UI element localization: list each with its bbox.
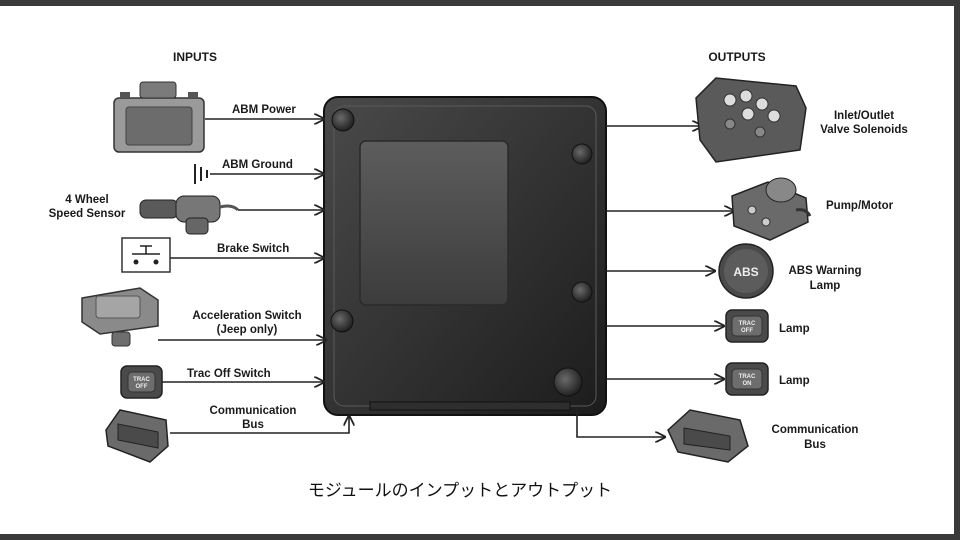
trac-off-lamp-text-top: TRAC <box>739 321 756 327</box>
right-border <box>954 0 960 540</box>
trac-off-lamp-icon: TRAC OFF <box>725 309 769 343</box>
comm-bus-connector-out-icon <box>667 409 749 463</box>
outputs-header: OUTPUTS <box>708 50 765 64</box>
mount-bolt <box>571 281 593 303</box>
abs-control-module <box>323 96 607 416</box>
lamp1-label: Lamp <box>779 323 810 335</box>
module-window <box>359 140 509 306</box>
module-base-rail <box>369 401 571 411</box>
trac-off-lamp-text-bottom: OFF <box>741 328 753 334</box>
brake-switch-icon <box>121 237 171 273</box>
abm-power-label: ABM Power <box>232 104 296 116</box>
diagram-caption: モジュールのインプットとアウトプット <box>308 481 612 501</box>
valve-solenoid-block-icon <box>695 77 807 163</box>
valve-label-line2: Valve Solenoids <box>820 124 908 136</box>
wheel-speed-label-line1: 4 Wheel <box>65 194 108 206</box>
trac-on-lamp-icon: TRAC ON <box>725 362 769 396</box>
comm-bus-out-label-line2: Bus <box>804 439 826 451</box>
trac-on-lamp-text-top: TRAC <box>739 374 756 380</box>
valve-label-line1: Inlet/Outlet <box>834 110 894 122</box>
pump-motor-icon <box>731 177 812 241</box>
mount-bolt <box>330 309 354 333</box>
abs-warning-lamp-icon: ABS <box>718 243 774 299</box>
abs-badge-text: ABS <box>733 265 758 279</box>
abs-lamp-label-line1: ABS Warning <box>788 265 861 277</box>
comm-bus-out-wire <box>576 408 665 437</box>
trac-on-lamp-text-bottom: ON <box>743 381 752 387</box>
bottom-border <box>0 534 960 540</box>
mount-bolt <box>571 143 593 165</box>
battery-icon <box>113 81 205 153</box>
pump-motor-label: Pump/Motor <box>826 200 894 212</box>
abm-ground-label: ABM Ground <box>222 159 293 171</box>
wheel-speed-label-line2: Speed Sensor <box>49 208 126 220</box>
trac-off-switch-text-bottom: OFF <box>136 384 148 390</box>
trac-off-switch-label: Trac Off Switch <box>187 368 271 380</box>
ground-symbol-icon <box>194 164 208 184</box>
mount-bolt <box>331 108 355 132</box>
lamp2-label: Lamp <box>779 375 810 387</box>
comm-bus-in-wire <box>170 416 349 434</box>
abs-lamp-label-line2: Lamp <box>810 280 841 292</box>
connector-port <box>553 367 583 397</box>
accel-switch-label-line1: Acceleration Switch <box>192 310 301 322</box>
acceleration-switch-icon <box>81 287 159 347</box>
comm-bus-in-label-line1: Communication <box>210 405 297 417</box>
brake-switch-label: Brake Switch <box>217 243 289 255</box>
wheel-speed-sensor-icon <box>139 195 240 235</box>
inputs-header: INPUTS <box>173 50 217 64</box>
top-border <box>0 0 960 6</box>
comm-bus-connector-in-icon <box>105 409 169 463</box>
comm-bus-in-label-line2: Bus <box>242 419 264 431</box>
comm-bus-out-label-line1: Communication <box>772 424 859 436</box>
trac-off-switch-text-top: TRAC <box>133 377 150 383</box>
trac-off-switch-icon: TRAC OFF <box>120 365 163 399</box>
accel-switch-label-line2: (Jeep only) <box>217 324 278 336</box>
